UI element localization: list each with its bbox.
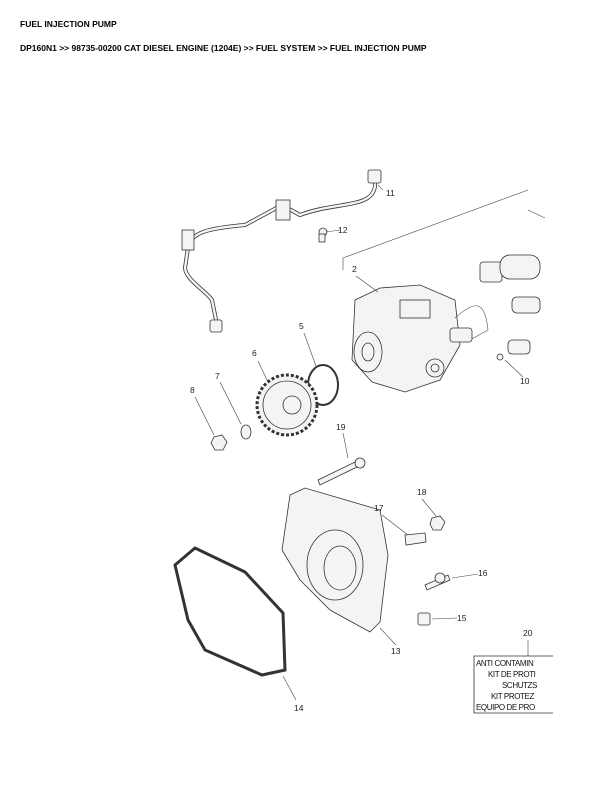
callout-2[interactable]: 2	[352, 264, 357, 274]
part-14-gasket[interactable]	[173, 546, 287, 677]
callout-11[interactable]: 11	[386, 188, 395, 198]
svg-text:ANTI CONTAMIN: ANTI CONTAMIN	[476, 659, 534, 668]
part-6-gear[interactable]	[255, 373, 319, 437]
assembly-bracket	[342, 189, 529, 270]
svg-text:EQUIPO DE PRO: EQUIPO DE PRO	[476, 703, 535, 712]
part-16-bolt[interactable]	[424, 572, 451, 591]
part-20-anti-contamination-kit-label[interactable]: ANTI CONTAMIN KIT DE PROTI SCHUTZS KIT P…	[473, 655, 553, 714]
part-13-gear-housing[interactable]	[281, 487, 389, 633]
breadcrumb: DP160N1 >> 98735-00200 CAT DIESEL ENGINE…	[20, 43, 427, 53]
part-11-fuel-pipe[interactable]	[181, 169, 382, 333]
callout-18[interactable]: 18	[417, 487, 427, 497]
callout-16[interactable]: 16	[478, 568, 488, 578]
callout-8[interactable]: 8	[190, 385, 195, 395]
part-2-fuel-injection-pump[interactable]	[351, 284, 489, 393]
part-18-nut[interactable]	[429, 515, 446, 531]
callout-19[interactable]: 19	[336, 422, 346, 432]
leader-lines	[194, 184, 529, 701]
part-7-washer[interactable]	[240, 424, 252, 440]
callout-15[interactable]: 15	[457, 613, 467, 623]
part-8-nut[interactable]	[210, 434, 228, 451]
callout-14[interactable]: 14	[294, 703, 304, 713]
part-12-bolt[interactable]	[318, 227, 328, 243]
page-title: FUEL INJECTION PUMP	[20, 19, 117, 29]
part-17-stud[interactable]	[404, 532, 427, 546]
part-19-bolt[interactable]	[317, 457, 366, 486]
callout-6[interactable]: 6	[252, 348, 257, 358]
callout-5[interactable]: 5	[299, 321, 304, 331]
callout-10[interactable]: 10	[520, 376, 530, 386]
callout-13[interactable]: 13	[391, 646, 401, 656]
part-15-plug[interactable]	[417, 612, 431, 626]
svg-text:KIT DE PROTI: KIT DE PROTI	[488, 670, 536, 679]
callout-17[interactable]: 17	[374, 503, 384, 513]
callout-12[interactable]: 12	[338, 225, 348, 235]
pump-sensors	[479, 254, 541, 361]
svg-text:SCHUTZS: SCHUTZS	[502, 681, 537, 690]
svg-text:KIT PROTEZ: KIT PROTEZ	[491, 692, 534, 701]
callout-7[interactable]: 7	[215, 371, 220, 381]
callout-20[interactable]: 20	[523, 628, 533, 638]
